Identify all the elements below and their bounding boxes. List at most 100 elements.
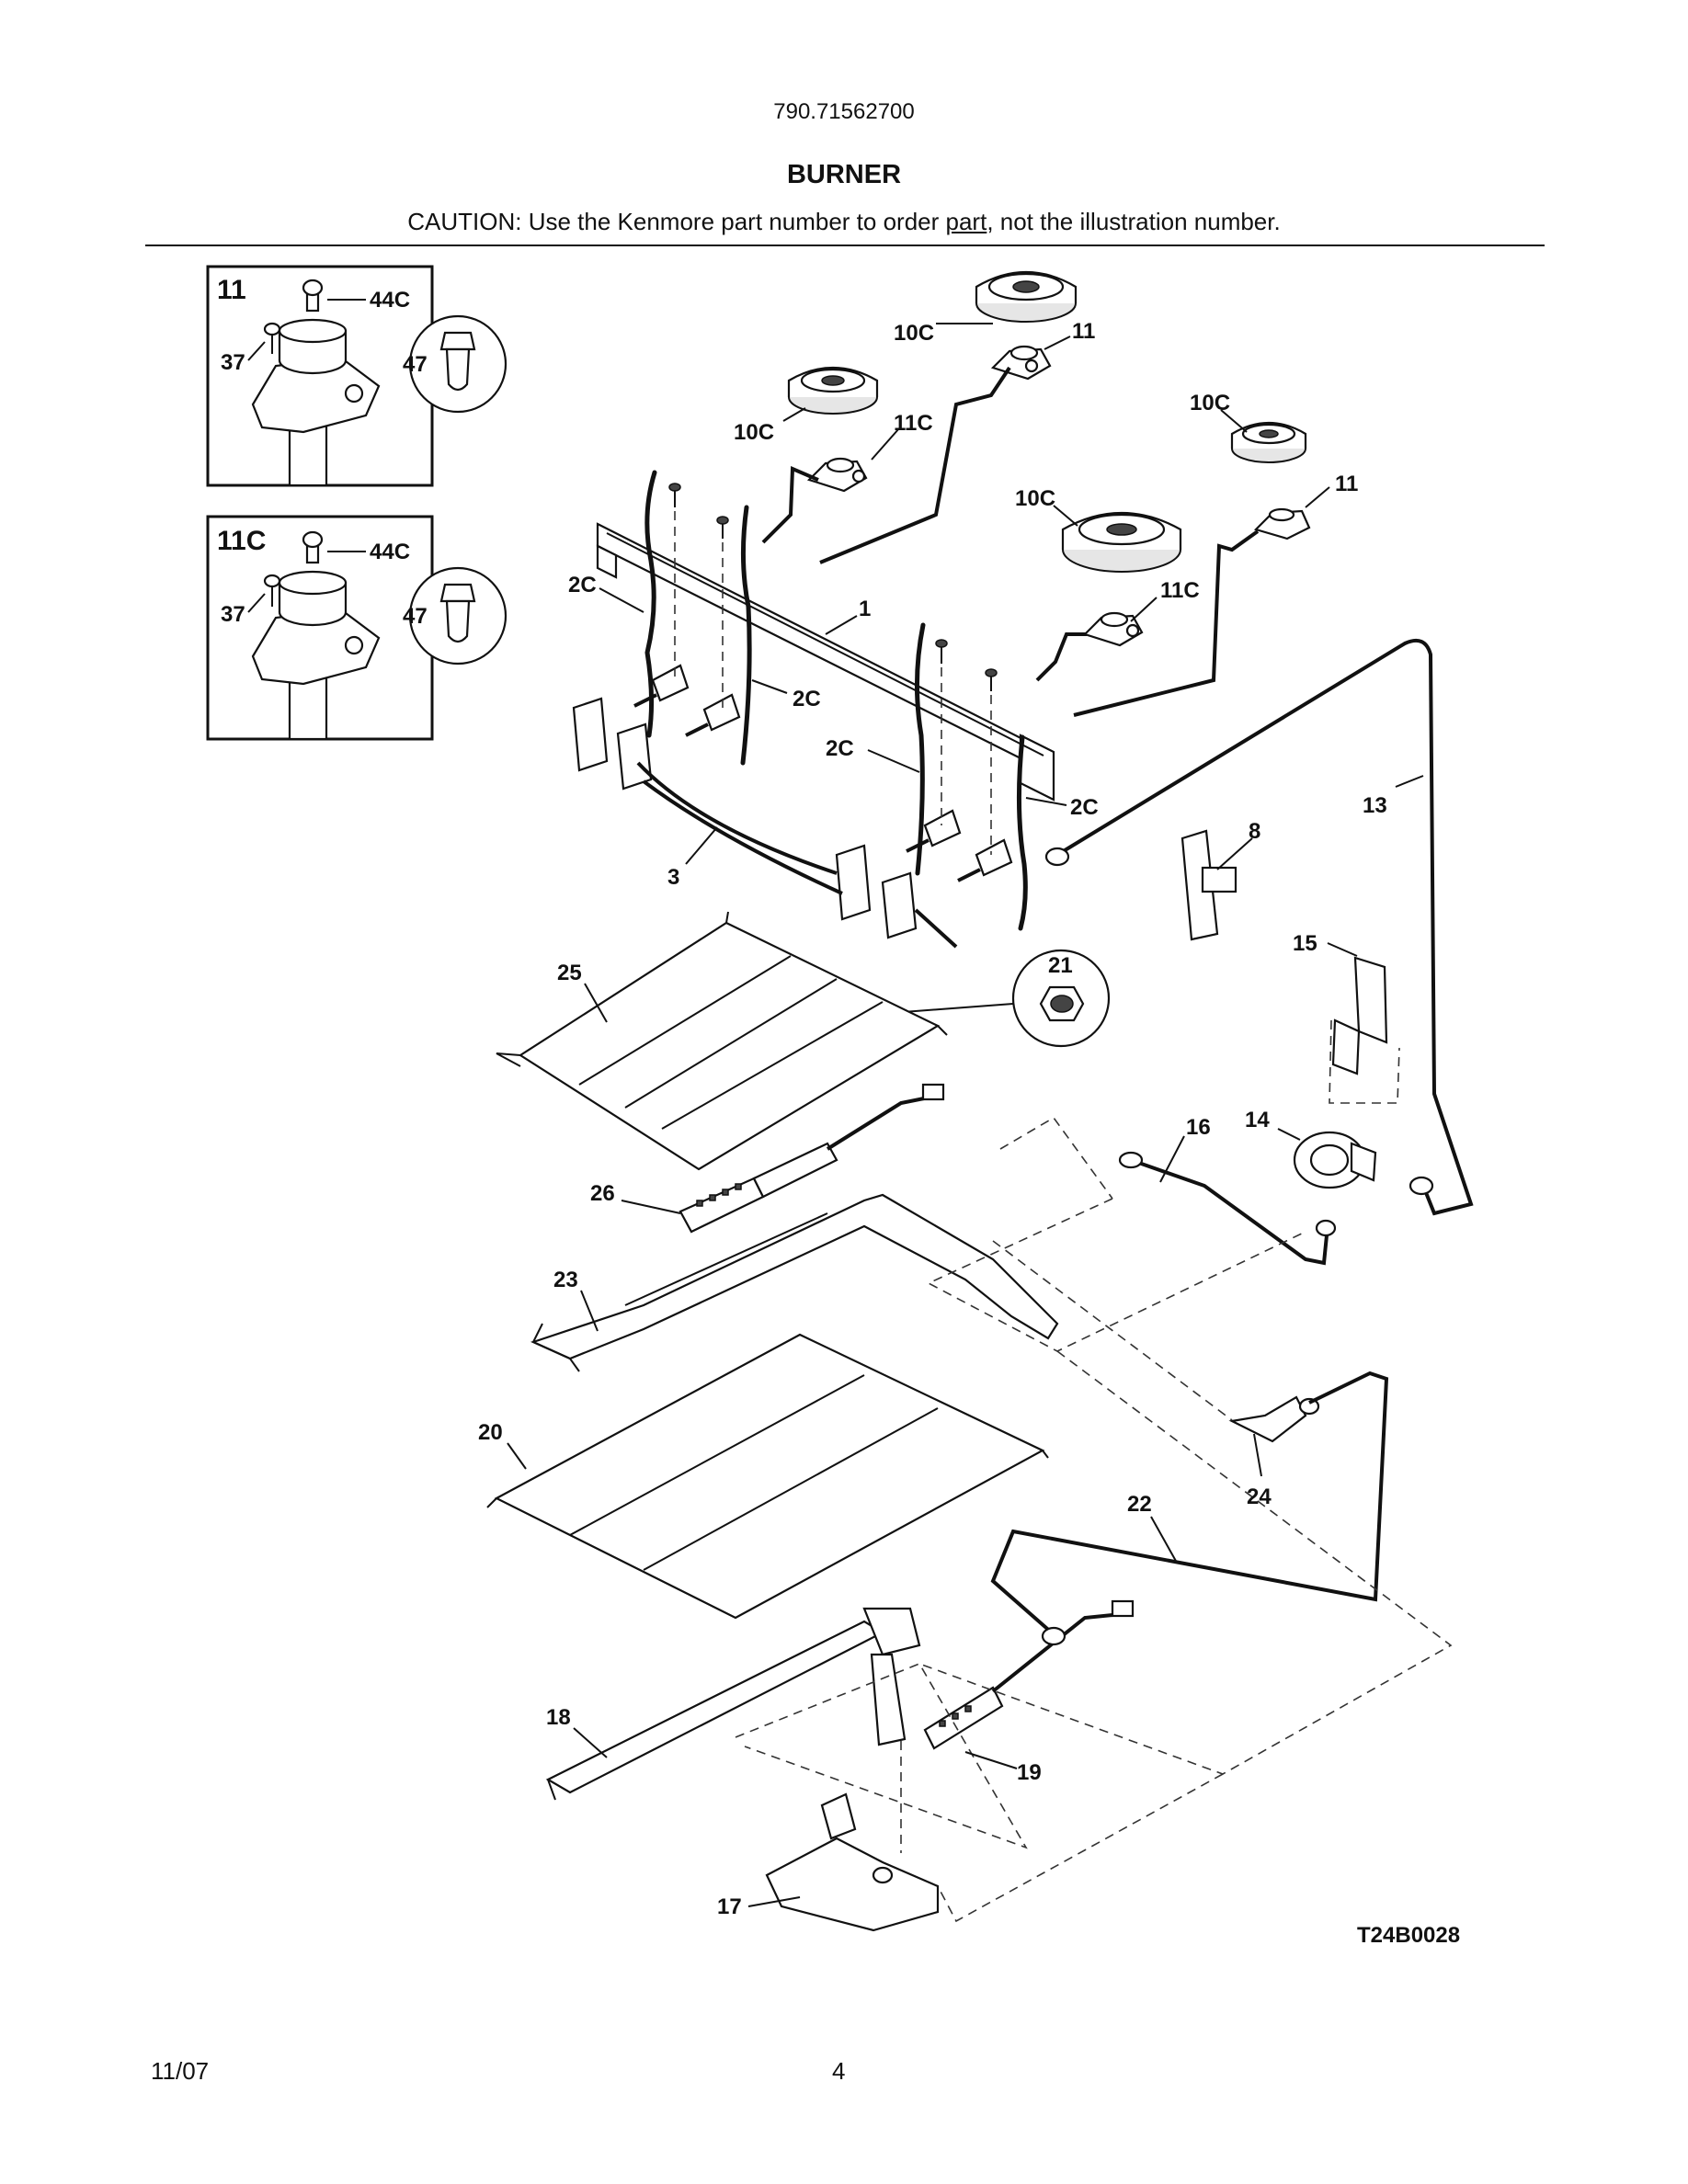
callout-11c: 11C bbox=[1160, 578, 1200, 603]
callout-24: 24 bbox=[1247, 1484, 1272, 1509]
regulator-bracket-8-icon bbox=[1180, 829, 1237, 941]
burner-cap-top-center-icon bbox=[975, 271, 1078, 323]
burner-head-top-left-icon bbox=[806, 457, 868, 493]
callout-22: 22 bbox=[1127, 1492, 1152, 1517]
header-rule bbox=[145, 245, 1545, 246]
burner-head-top-center-icon bbox=[990, 345, 1052, 381]
caution-text-end: , not the illustration number. bbox=[987, 208, 1281, 235]
bake-burner-23-icon bbox=[530, 1193, 1059, 1372]
caution-text: CAUTION: Use the Kenmore part number to … bbox=[407, 208, 946, 235]
burner-cap-large-icon bbox=[1061, 511, 1182, 573]
inset-11c-label-37: 37 bbox=[221, 602, 245, 627]
callout-19: 19 bbox=[1017, 1760, 1042, 1785]
callout-11c: 11C bbox=[894, 411, 933, 436]
callout-20: 20 bbox=[478, 1420, 503, 1445]
burner-head-11c-icon bbox=[251, 530, 381, 741]
callout-10c: 10C bbox=[894, 321, 934, 346]
alignment-outline bbox=[999, 1116, 1113, 1200]
inset-11-label-44c: 44C bbox=[370, 288, 410, 313]
igniter-19-icon bbox=[923, 1599, 1135, 1750]
callout-17: 17 bbox=[717, 1894, 742, 1919]
inset-title-11c: 11C bbox=[217, 526, 266, 556]
page-number: 4 bbox=[832, 2057, 846, 2085]
callout-2c: 2C bbox=[1070, 795, 1099, 820]
callout-10c: 10C bbox=[1015, 486, 1055, 511]
screw-icon bbox=[668, 483, 998, 691]
manifold-pipe-icon bbox=[596, 522, 1055, 802]
valve-3-icon bbox=[906, 809, 962, 853]
mounting-bracket-15-icon bbox=[1331, 956, 1388, 1075]
callout-23: 23 bbox=[553, 1268, 578, 1292]
hex-nut-21-icon bbox=[1039, 985, 1085, 1022]
callout-10c: 10C bbox=[1190, 391, 1230, 415]
alignment-outline bbox=[918, 1350, 1453, 1775]
callout-1: 1 bbox=[859, 597, 871, 621]
callout-8: 8 bbox=[1249, 819, 1260, 844]
burner-head-right-icon bbox=[1253, 507, 1311, 540]
callout-14: 14 bbox=[1245, 1108, 1270, 1132]
inset-11c-label-44c: 44C bbox=[370, 540, 410, 564]
upper-burner-shield-25-icon bbox=[496, 911, 948, 1171]
orifice-holder-24-icon bbox=[1228, 1395, 1320, 1443]
alignment-outline bbox=[735, 1663, 1028, 1849]
tube-fitting-icon bbox=[1044, 847, 1434, 1196]
burner-head-large-icon bbox=[1082, 611, 1144, 647]
footer-date: 11/07 bbox=[151, 2057, 210, 2085]
gas-tube-22 bbox=[990, 1371, 1389, 1636]
callout-3: 3 bbox=[667, 865, 679, 890]
lower-burner-shield-20-icon bbox=[486, 1333, 1049, 1620]
burner-cap-right-icon bbox=[1230, 421, 1307, 463]
screw-37-icon bbox=[263, 574, 281, 607]
alignment-outline bbox=[937, 1773, 1224, 1923]
model-number: 790.71562700 bbox=[773, 99, 915, 124]
callout-15: 15 bbox=[1293, 931, 1317, 956]
gas-supply-tube-13 bbox=[1055, 639, 1474, 1216]
alignment-outline bbox=[927, 1198, 1306, 1352]
callout-26: 26 bbox=[590, 1181, 615, 1206]
diagram-code: T24B0028 bbox=[1357, 1923, 1461, 1948]
connector-tube-16 bbox=[1130, 1158, 1329, 1266]
oven-safety-valve-17-icon bbox=[765, 1792, 940, 1932]
inset-11c-label-47: 47 bbox=[403, 604, 428, 629]
inset-title-11: 11 bbox=[217, 275, 246, 305]
orifice-47-icon bbox=[439, 583, 476, 643]
callout-2c: 2C bbox=[568, 573, 597, 597]
burner-cap-top-left-icon bbox=[787, 367, 879, 415]
page-title: BURNER bbox=[786, 160, 902, 189]
inset-11-label-37: 37 bbox=[221, 350, 245, 375]
callout-11: 11 bbox=[1072, 319, 1095, 344]
burner-tube-a bbox=[819, 366, 1011, 564]
callout-leaders bbox=[507, 323, 1424, 1907]
tube-fitting-icon bbox=[1041, 1626, 1066, 1646]
callout-25: 25 bbox=[557, 961, 582, 985]
burner-bracket-icon bbox=[572, 697, 958, 949]
tube-fitting-icon bbox=[1315, 1219, 1337, 1237]
wire-2c-a bbox=[644, 470, 657, 738]
inset-box-11c: 11C 44C 37 47 bbox=[206, 515, 508, 741]
callout-2c: 2C bbox=[793, 687, 821, 711]
pressure-regulator-14-icon bbox=[1293, 1131, 1377, 1189]
callout-21: 21 bbox=[1048, 953, 1073, 978]
callout-11: 11 bbox=[1335, 472, 1358, 496]
broil-burner-18-icon bbox=[545, 1607, 921, 1801]
callout-2c: 2C bbox=[826, 736, 854, 761]
alignment-outline bbox=[992, 1240, 1233, 1421]
burner-tube-d bbox=[1035, 632, 1087, 682]
orifice-47-icon bbox=[439, 331, 476, 392]
screw-37-icon bbox=[263, 322, 281, 354]
igniter-26-icon bbox=[679, 1083, 945, 1234]
wire-2c-c bbox=[914, 622, 926, 876]
caution-part-link: part bbox=[945, 208, 987, 235]
burner-tube-b bbox=[761, 466, 819, 544]
callout-18: 18 bbox=[546, 1705, 571, 1730]
inset-box-11: 11 44C 37 47 bbox=[206, 265, 508, 487]
burner-head-11-icon bbox=[251, 279, 381, 487]
tube-fitting-icon bbox=[1118, 1151, 1144, 1169]
valve-1-icon bbox=[633, 664, 690, 708]
wire-2c-d bbox=[1016, 734, 1028, 931]
valve-4-icon bbox=[957, 838, 1013, 882]
burner-tube-c bbox=[1073, 529, 1260, 717]
callout-16: 16 bbox=[1186, 1115, 1211, 1140]
bracket-outline bbox=[1329, 1019, 1400, 1104]
